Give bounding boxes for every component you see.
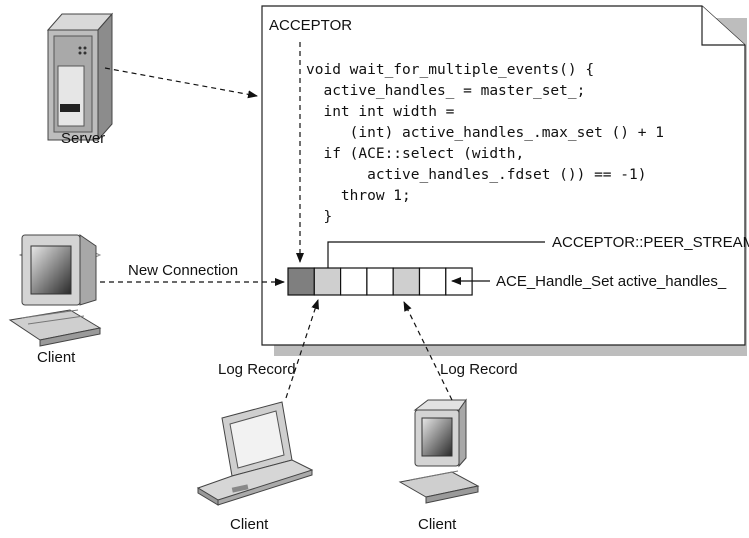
code-line: active_handles_ = master_set_; [306,83,585,99]
laptop-icon [196,401,314,506]
log-record-label-left: Log Record [218,361,296,378]
code-line: int int width = [306,104,455,120]
new-connection-label: New Connection [128,262,238,279]
handle-cell [340,267,368,296]
log-record-label-right: Log Record [440,361,518,378]
code-block: void wait_for_multiple_events() { active… [306,62,664,225]
handle-cell [313,267,342,296]
peer-stream-bracket [327,241,545,268]
folded-corner [701,6,745,46]
handle-set-cells [287,267,473,296]
log-record-arrow-right [403,301,453,401]
code-line: (int) active_handles_.max_set () + 1 [306,125,664,141]
handle-set-label: ACE_Handle_Set active_handles_ [496,273,727,290]
code-line: void wait_for_multiple_events() { [306,62,594,78]
client-label-right: Client [418,516,457,533]
code-line: if (ACE::select (width, [306,146,524,162]
client-label-laptop: Client [230,516,269,533]
code-line: active_handles_.fdset ()) == -1) [306,167,646,183]
server-label: Server [61,130,105,147]
handle-cell [418,267,447,296]
server-icon [46,12,114,142]
peer-stream-label: ACCEPTOR::PEER_STREAM [552,234,749,251]
client-monitor-icon-2 [398,398,480,504]
handle-cell [392,267,421,296]
client-monitor-icon [8,234,102,347]
server-arrow [104,67,258,99]
acceptor-label: ACCEPTOR [269,17,352,34]
log-record-arrow-left [285,299,320,399]
code-line: } [306,209,332,225]
code-line: throw 1; [306,188,411,204]
handle-cell [287,267,315,296]
handle-cell [366,267,394,296]
client-label-left: Client [37,349,76,366]
